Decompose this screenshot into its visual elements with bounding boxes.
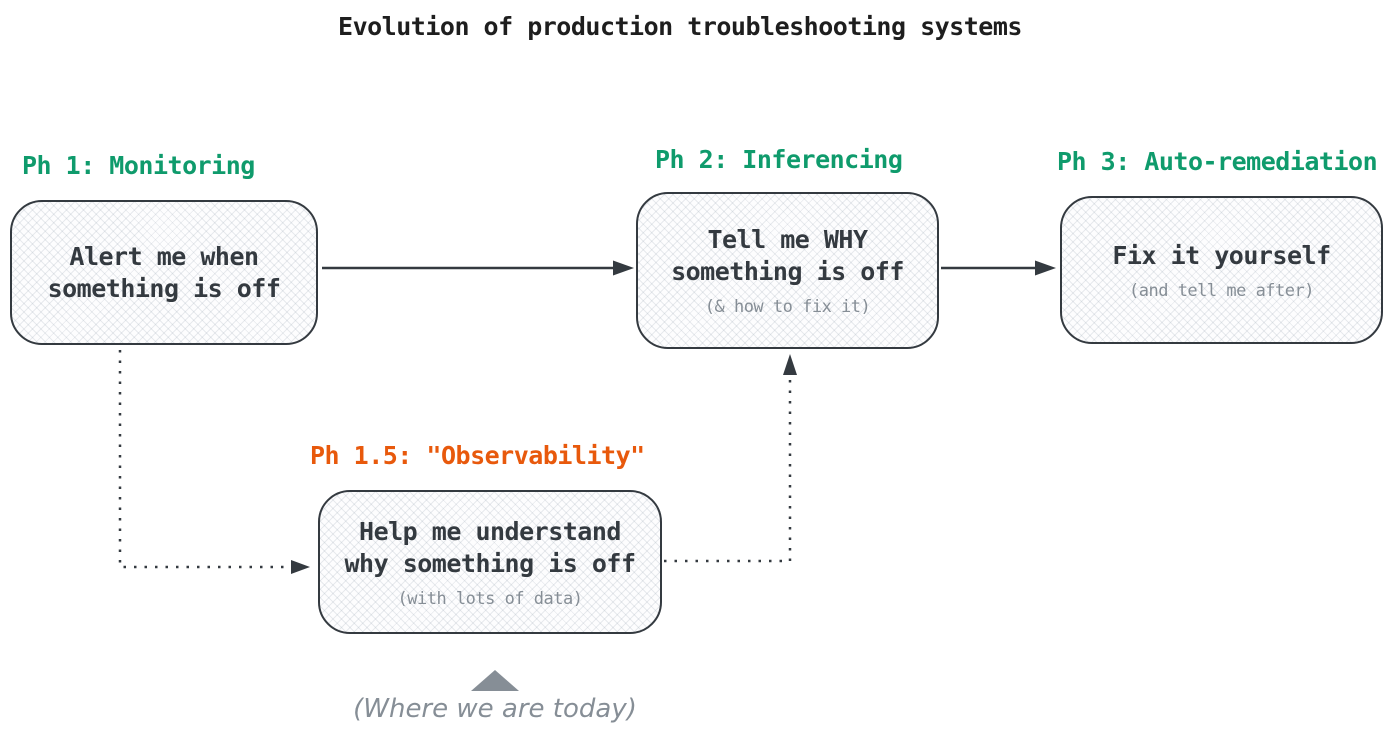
phase3-box: Fix it yourself (and tell me after): [1060, 196, 1383, 344]
today-annotation: (Where we are today): [353, 694, 637, 724]
phase3-label: Ph 3: Auto-remediation: [1057, 147, 1378, 176]
phase1-box-text: Alert me when something is off: [47, 241, 281, 303]
phase2-box: Tell me WHY something is off (& how to f…: [636, 192, 939, 349]
arrow-ph2-to-ph3: [941, 260, 1056, 276]
phase3-box-subtext: (and tell me after): [1129, 280, 1314, 301]
phase2-box-subtext: (& how to fix it): [704, 297, 871, 317]
arrow-ph15-to-ph2: [664, 354, 797, 563]
triangle-up-icon: [471, 670, 519, 691]
phase15-box-subtext: (with lots of data): [397, 588, 583, 609]
arrow-ph1-to-ph15: [118, 350, 310, 574]
phase1-box: Alert me when something is off: [10, 200, 318, 345]
phase15-label: Ph 1.5: "Observability": [310, 441, 645, 470]
phase15-box: Help me understand why something is off …: [318, 490, 662, 634]
phase2-label: Ph 2: Inferencing: [655, 145, 903, 174]
phase15-box-text: Help me understand why something is off: [344, 516, 636, 578]
phase2-box-text: Tell me WHY something is off: [671, 225, 904, 286]
phase1-label: Ph 1: Monitoring: [22, 151, 255, 180]
phase3-box-text: Fix it yourself: [1112, 240, 1331, 270]
diagram-title: Evolution of production troubleshooting …: [338, 12, 1022, 41]
arrow-ph1-to-ph2: [322, 260, 634, 276]
